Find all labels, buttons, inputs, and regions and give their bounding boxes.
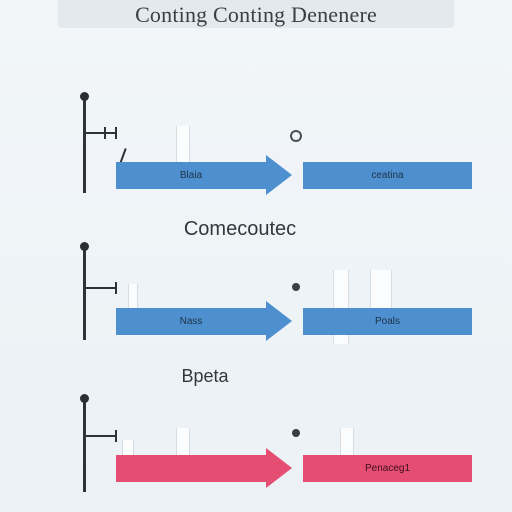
right-result-bar: ceatina: [303, 162, 472, 189]
page-title: Conting Conting Denenere: [135, 2, 377, 27]
stand-clamp-tick: [115, 127, 117, 139]
stand-knob-icon: [80, 242, 89, 251]
stand-clamp-tick: [115, 430, 117, 442]
right-result-bar: Poals: [303, 308, 472, 335]
left-arrowhead: [266, 155, 292, 195]
left-arrow-label: Nass: [179, 316, 203, 327]
left-arrow-label: Blaia: [179, 170, 203, 181]
lab-stand-icon: [83, 98, 86, 193]
title-banner: [58, 0, 454, 28]
section-title-3: Bpeta: [181, 366, 229, 386]
left-arrow-bar: [116, 455, 266, 482]
right-bar-label: ceatina: [371, 170, 404, 181]
dot-icon: [292, 283, 300, 291]
stand-clamp-arm: [85, 132, 117, 134]
dot-icon: [292, 429, 300, 437]
right-bar-label: Penaceg1: [364, 463, 411, 474]
test-tube-icon: [128, 284, 138, 314]
section-title-2: Comecoutec: [183, 218, 297, 240]
left-arrow-bar: Nass: [116, 308, 266, 335]
stand-clamp-tick: [104, 127, 106, 139]
test-tube-icon: [370, 270, 392, 310]
left-arrow-bar: Blaia: [116, 162, 266, 189]
lab-stand-icon: [83, 248, 86, 340]
right-bar-label: Poals: [374, 316, 400, 327]
ring-dot-icon: [290, 130, 302, 142]
lab-stand-icon: [83, 400, 86, 492]
stand-clamp-arm: [85, 435, 117, 437]
stand-clamp-tick: [115, 282, 117, 294]
left-arrowhead: [266, 448, 292, 488]
right-result-bar: Penaceg1: [303, 455, 472, 482]
stand-knob-icon: [80, 394, 89, 403]
stand-knob-icon: [80, 92, 89, 101]
stand-clamp-arm: [85, 287, 117, 289]
left-arrowhead: [266, 301, 292, 341]
